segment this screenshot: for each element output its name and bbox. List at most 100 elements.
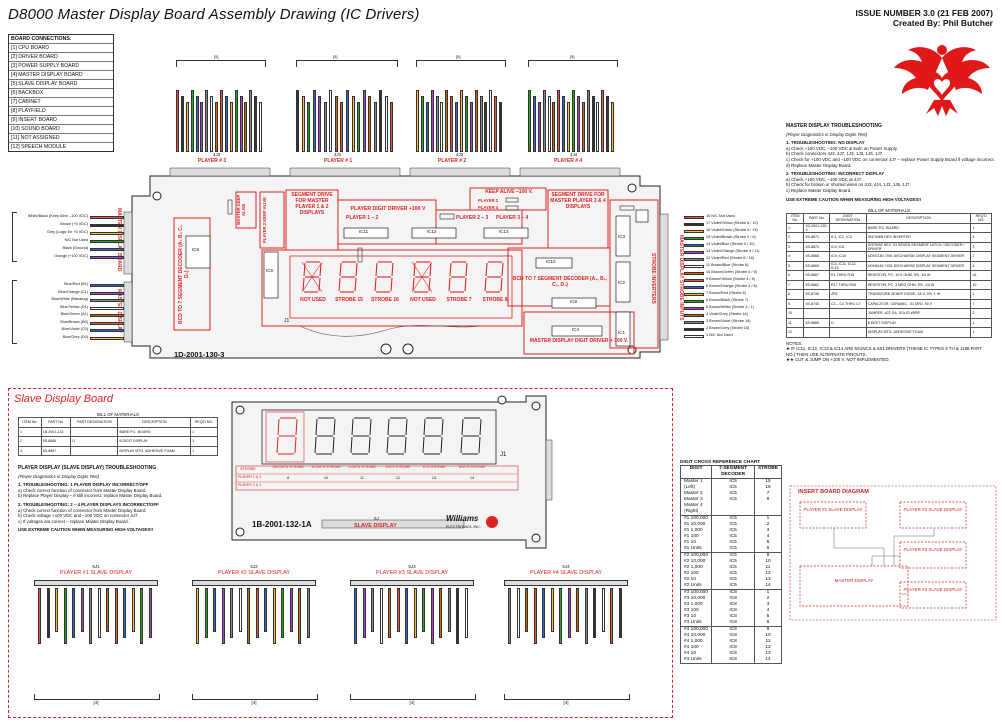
slave-connector-ref: 5J2: [250, 564, 258, 569]
board-connection-item: [9] INSERT BOARD: [9, 116, 113, 125]
connector-num: [5]: [456, 54, 461, 59]
seven-segment-digit: [350, 417, 372, 455]
xref-value: 6: [766, 620, 770, 625]
right-wire-row: 7 Brown/Red (Strobe 6): [684, 291, 780, 298]
wire: [618, 588, 622, 638]
xref-value: 11: [765, 565, 771, 570]
xref-value: #3 1,000: [684, 602, 703, 607]
left-wire-row: White/Black (Keep Alive –100 VDC): [0, 214, 124, 221]
wire: [533, 588, 537, 644]
connector-ref-4j1: 4J1: [334, 152, 342, 157]
connector-num: [5]: [214, 54, 219, 59]
wire: [542, 588, 545, 638]
wire-label: 2 Brown/Grey (Strobe 16): [706, 326, 750, 330]
wire: [537, 102, 541, 152]
wire: [255, 588, 259, 638]
left-lower-board-label: MASTER DISPLAY: [116, 289, 122, 333]
wire: [90, 216, 124, 219]
wire: [362, 588, 366, 638]
ts-item: c) If voltages are correct – replace Mas…: [18, 518, 129, 524]
wire: [301, 96, 305, 152]
xref-value: 5: [766, 614, 770, 619]
wire: [307, 102, 311, 152]
player-3-4-label: PLAYER 3 – 4: [496, 215, 529, 221]
left-wire-row: Blue/Orange (C1): [0, 290, 124, 297]
wire: [379, 90, 383, 152]
wire: [425, 102, 429, 152]
connector-num: [4]: [251, 700, 257, 705]
wire: [581, 102, 585, 152]
wire: [479, 96, 483, 152]
wire: [684, 272, 704, 275]
slave-connector-label: PLAYER #3 SLAVE DISPLAY: [375, 570, 449, 576]
right-wire-row: 1 N/C Not Used: [684, 333, 780, 340]
right-wire-row: 16 Violet/Green (Strobe 4 / 13): [684, 228, 780, 235]
connector-ref-4j4: 4J4: [570, 152, 578, 157]
xref-value: #1 Units: [684, 546, 702, 551]
right-wire-row: 13 Violet/Orange (Strobe 4 / 11): [684, 249, 780, 256]
board-connection-item: [8] PLAYFIELD: [9, 107, 113, 116]
wire: [567, 588, 571, 638]
connector-label-4j1: PLAYER # 1: [324, 158, 353, 164]
xref-value: IC5: [729, 528, 737, 533]
ic-label: IC9: [266, 268, 274, 273]
connector-num: [5]: [570, 54, 575, 59]
xref-value: 12: [765, 571, 771, 576]
master-digit-label: NOT USED: [410, 297, 436, 303]
ic-label: IC8: [570, 299, 578, 304]
board-connection-item: [5] SLAVE DISPLAY BOARD: [9, 80, 113, 89]
slave-section-title: Slave Display Board: [14, 393, 114, 405]
slave-digit-label: 1,000'S STROBE: [348, 465, 376, 469]
wire-label: Black (Ground): [62, 246, 88, 250]
wire-label: Blue/Violet (C0): [61, 327, 88, 331]
star-icon: ★: [786, 346, 792, 352]
board-connections-title: BOARD CONNECTIONS:: [9, 35, 113, 44]
wire: [405, 588, 408, 644]
xref-value: 10: [765, 559, 771, 564]
wire-harness: [296, 60, 398, 160]
wire: [140, 588, 143, 644]
wire: [244, 102, 248, 152]
xref-value: 14: [765, 657, 771, 662]
left-wire-row: Blue/Green (A1): [0, 312, 124, 319]
wire: [528, 90, 531, 152]
master-ts-subtitle: (Player Diagnostics in Display Digits Te…: [786, 131, 868, 137]
left-wire-row: Blue/Red (B1): [0, 282, 124, 289]
ts-item: b) Check connectors 4J3, 4J7, 1J3, 1J3, …: [786, 151, 884, 157]
xref-value: Master 4 (Right): [684, 503, 703, 514]
xref-value: #2 Units: [684, 583, 702, 588]
left-wire-row: Blue/Violet (C0): [0, 327, 124, 334]
williams-logo-sub: ELECTRONICS, INC.: [446, 525, 481, 529]
slave-digit-strobe-number: 8: [286, 476, 290, 480]
wire-label: 7 Brown/Red (Strobe 6): [706, 291, 746, 295]
wire: [264, 588, 267, 632]
slave-digit-label: 100,000'S STROBE: [272, 465, 304, 469]
harness-bracket: [528, 60, 618, 67]
wire: [547, 96, 551, 152]
wire-label: Brown (+5 VDC): [60, 222, 88, 226]
bcd-decoder-right-label: BCD TO 7 SEGMENT DECODER (A₁, B₁, C₁, D₁…: [512, 276, 608, 288]
wire: [456, 588, 459, 644]
master-digit-label: STROBE 8: [482, 297, 508, 303]
issue-number: ISSUE NUMBER 3.0 (21 FEB 2007): [855, 8, 993, 18]
wire: [439, 588, 442, 638]
slave-ts-title: PLAYER DISPLAY (SLAVE DISPLAY) TROUBLESH…: [18, 465, 157, 471]
wire-harness: [528, 60, 618, 160]
wire-label: 16 N/C Not Used: [706, 214, 735, 218]
master-digit-label: STROBE 16: [371, 297, 399, 303]
seven-segment-digit: [338, 261, 358, 293]
ic-label: IC6: [192, 247, 200, 252]
wire: [114, 588, 118, 644]
seven-segment-digit: [460, 417, 482, 455]
wire: [204, 588, 208, 638]
xref-value: 1: [766, 516, 770, 521]
wire: [684, 307, 704, 310]
wire: [576, 588, 579, 632]
wire: [90, 291, 124, 295]
